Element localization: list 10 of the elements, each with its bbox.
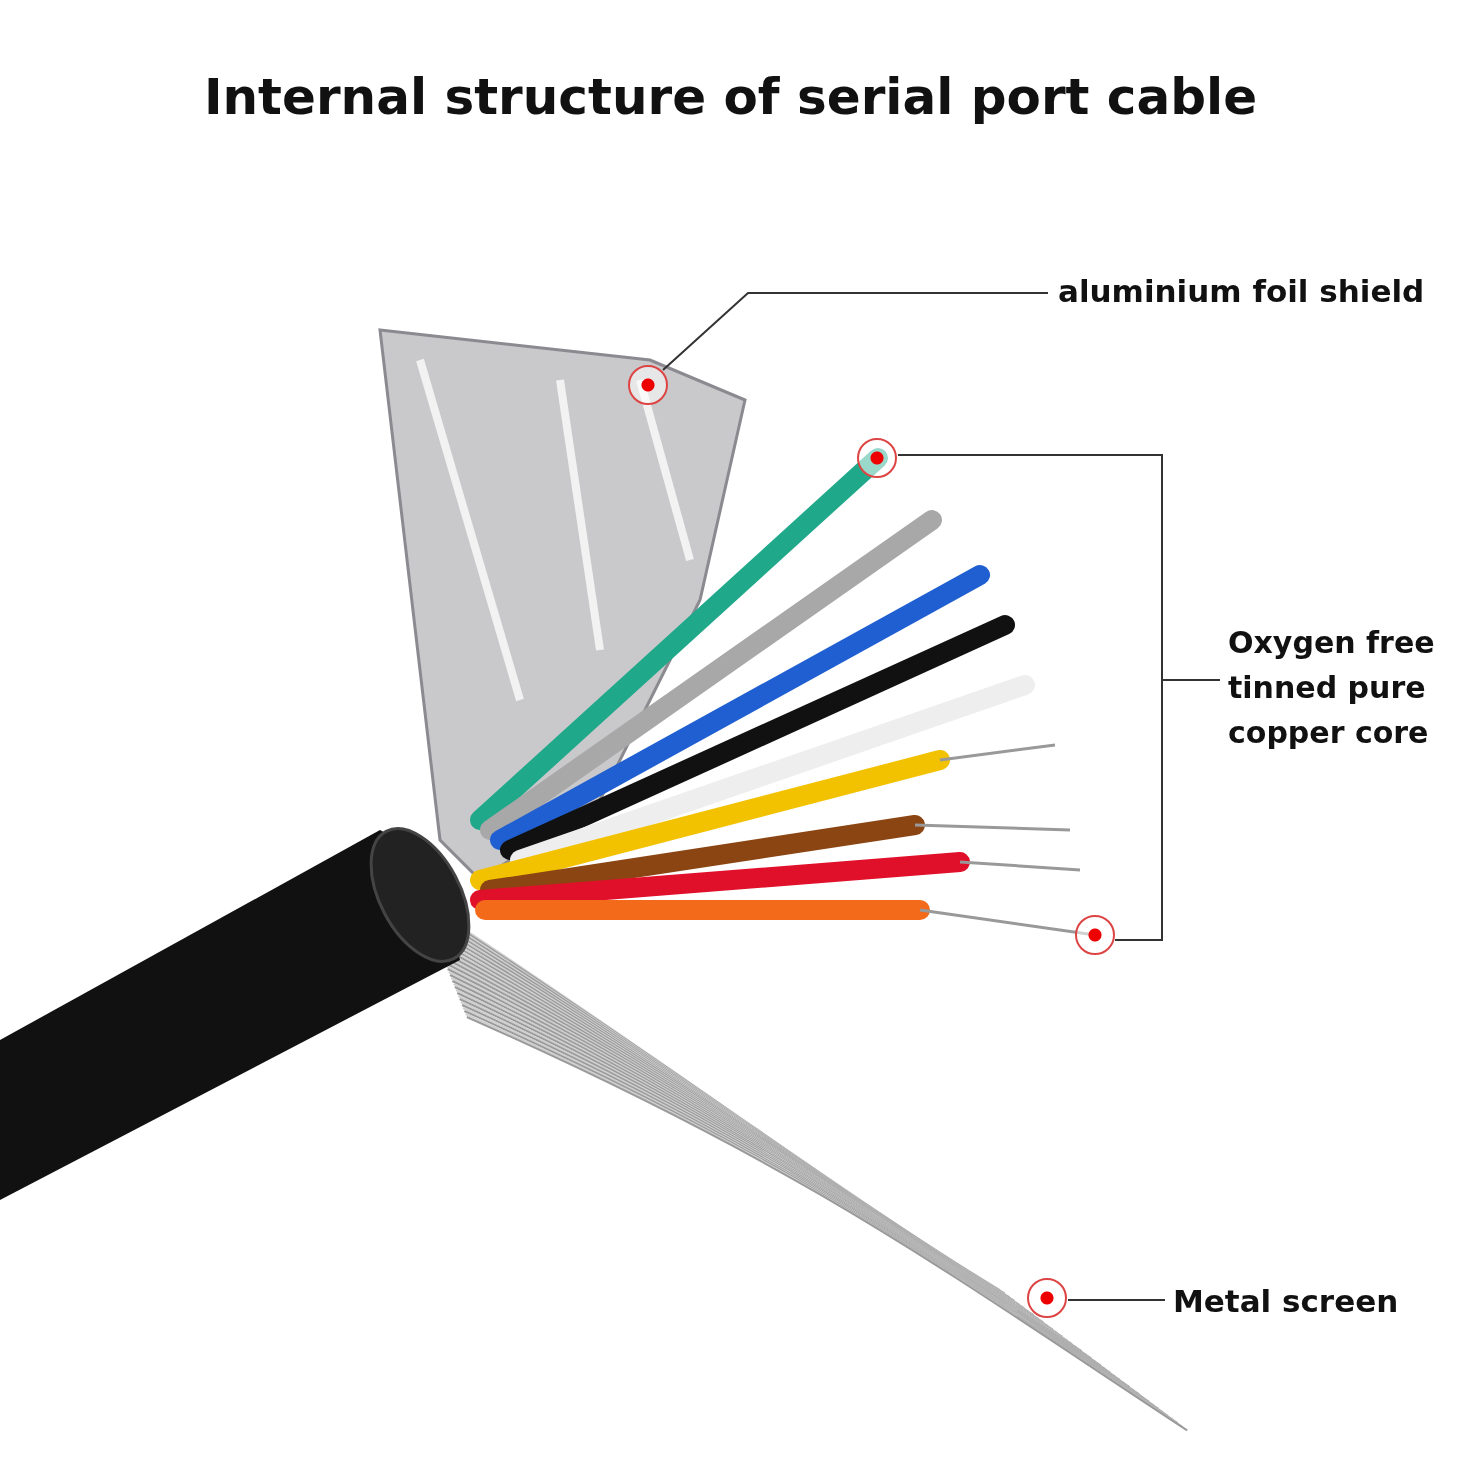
target-marker <box>857 438 897 478</box>
target-marker <box>1027 1278 1067 1318</box>
leader-line <box>662 292 1049 371</box>
leader-line <box>1067 1299 1166 1301</box>
leader-line <box>1114 679 1221 941</box>
callout-label: aluminium foil shield <box>1058 268 1458 315</box>
callout-label: Oxygen free tinned pure copper core <box>1228 620 1460 755</box>
target-marker <box>1075 915 1115 955</box>
title: Internal structure of serial port cable <box>202 68 1259 126</box>
callout-label: Metal screen <box>1173 1278 1453 1325</box>
